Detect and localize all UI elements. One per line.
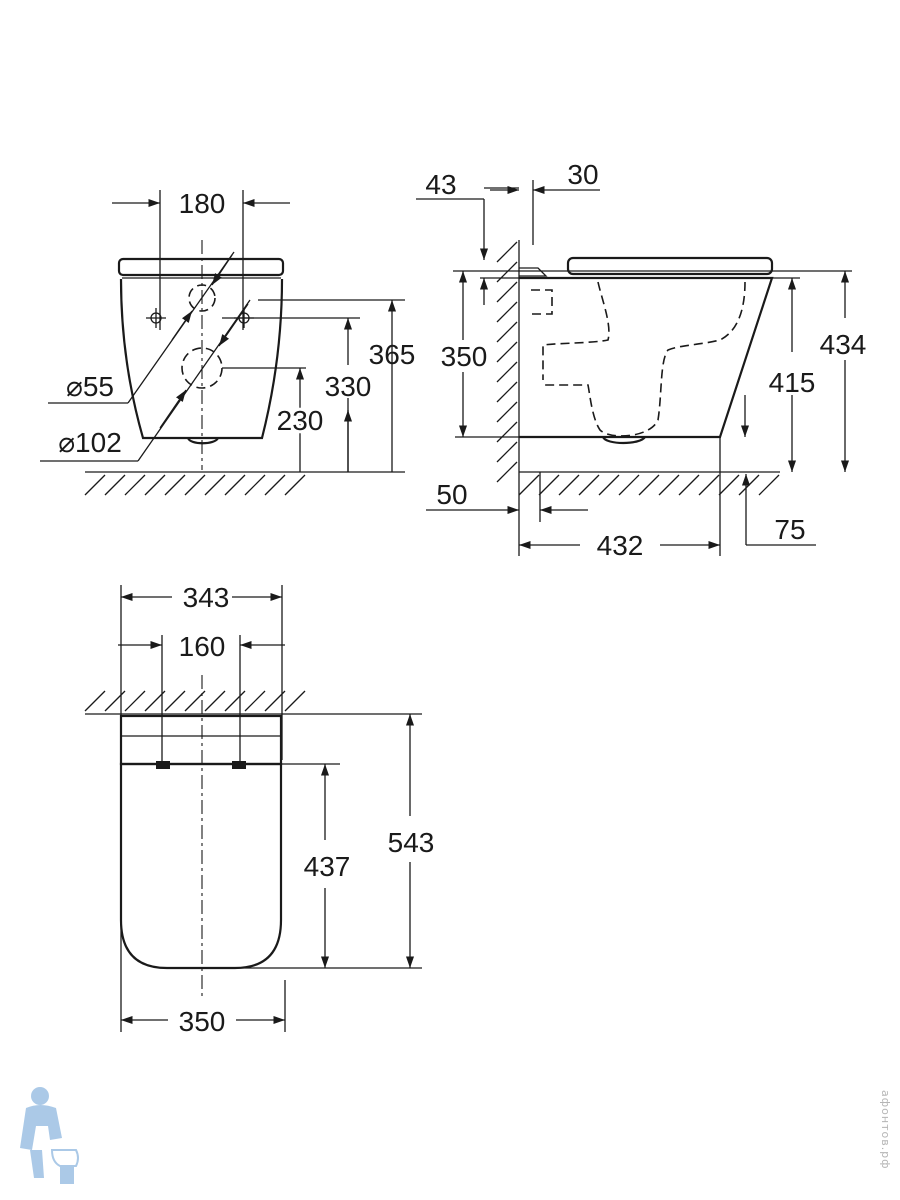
dim-front-230: 230 (277, 405, 324, 436)
dim-side-43: 43 (425, 169, 456, 200)
side-floor-hatch (518, 474, 780, 496)
top-wall-hatch (84, 690, 306, 712)
dim-top-437: 437 (304, 851, 351, 882)
side-inlet-pipe (531, 289, 553, 315)
side-bowl (519, 276, 774, 439)
dim-front-330: 330 (325, 371, 372, 402)
side-bowl-inner-upper (542, 281, 610, 380)
front-fixing-hole-left (146, 308, 166, 328)
dim-top-543: 543 (388, 827, 435, 858)
dim-front-365: 365 (369, 339, 416, 370)
plumber-logo (20, 1087, 79, 1184)
dim-side-434: 434 (820, 329, 867, 360)
dim-side-432: 432 (597, 530, 644, 561)
top-hinge-block (119, 714, 283, 766)
dim-side-30: 30 (567, 159, 598, 190)
dim-side-75: 75 (774, 514, 805, 545)
front-floor-hatch (84, 474, 306, 496)
side-seat (566, 256, 774, 276)
top-seat-outline (119, 762, 283, 970)
dim-side-350: 350 (441, 341, 488, 372)
dim-front-180: 180 (179, 188, 226, 219)
dim-front-dia-55: ⌀55 (66, 371, 114, 402)
dim-top-350: 350 (179, 1006, 226, 1037)
side-wall-hatch (496, 241, 518, 483)
top-view: 343 160 437 543 350 (84, 582, 435, 1037)
dim-side-415: 415 (769, 367, 816, 398)
front-inlet-circle (188, 284, 216, 312)
front-seat (117, 257, 285, 277)
dim-top-343: 343 (183, 582, 230, 613)
dim-top-160: 160 (179, 631, 226, 662)
watermark-text: афонтов.рф (879, 1090, 892, 1170)
side-view: 43 30 350 415 434 50 432 75 (416, 159, 866, 561)
dim-side-50: 50 (436, 479, 467, 510)
side-bowl-inner-trap (543, 281, 746, 437)
front-bowl (119, 278, 284, 440)
front-view: 180 365 330 230 ⌀55 ⌀102 (40, 188, 416, 496)
dim-front-dia-102: ⌀102 (58, 427, 122, 458)
